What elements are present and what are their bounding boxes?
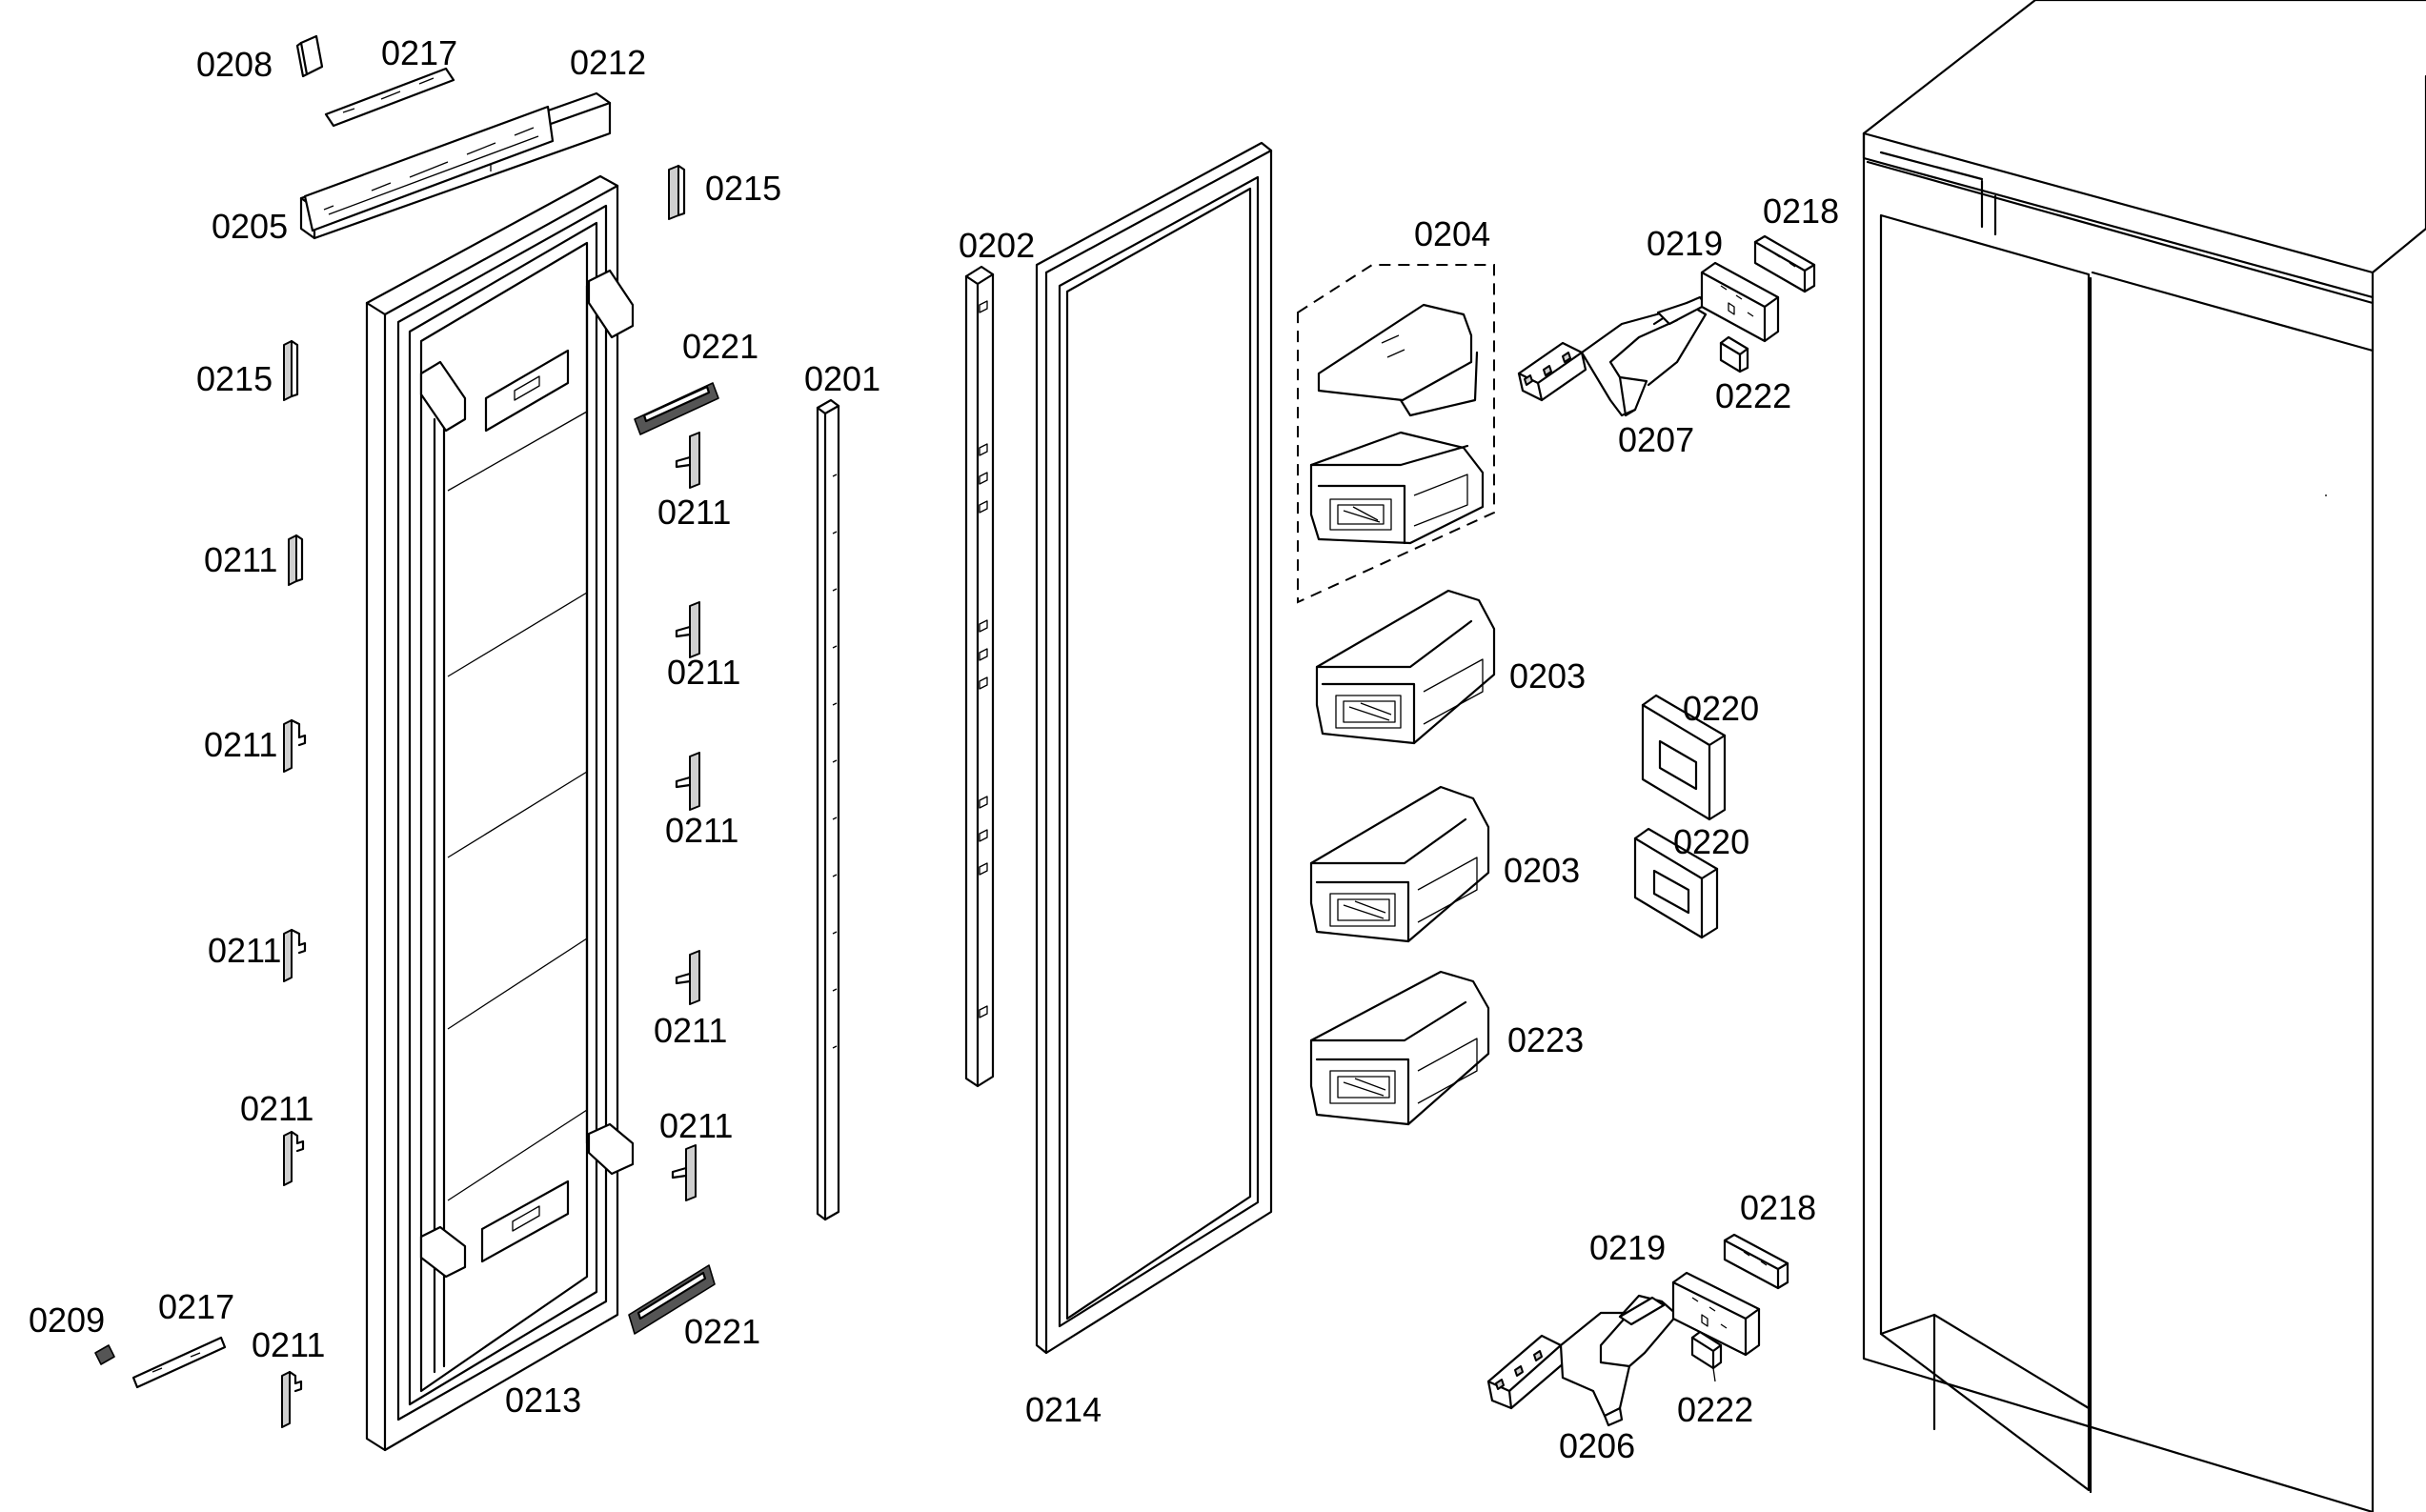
part-0211-right-4	[675, 950, 700, 1005]
label-0207: 0207	[1618, 420, 1695, 459]
label-0212: 0212	[570, 43, 647, 82]
label-0211-left-1: 0211	[204, 540, 278, 579]
label-0205: 0205	[212, 207, 289, 246]
part-0211-right-3	[675, 752, 700, 811]
label-0219-top: 0219	[1647, 224, 1724, 263]
label-0211-left-5: 0211	[252, 1325, 326, 1364]
label-0222-top: 0222	[1715, 376, 1792, 415]
part-0222-plate-top	[1719, 335, 1749, 373]
label-0213: 0213	[505, 1381, 582, 1420]
part-0211-left-5	[281, 1370, 303, 1428]
label-0203-a: 0203	[1509, 656, 1587, 696]
part-0215-upper-left	[283, 339, 299, 401]
label-0206: 0206	[1559, 1426, 1636, 1465]
label-0211-left-4: 0211	[240, 1089, 314, 1128]
part-0209-clip	[94, 1344, 115, 1365]
part-0222-plate-bottom	[1690, 1330, 1723, 1382]
label-0202: 0202	[959, 226, 1036, 265]
part-0219-plate-bottom	[1671, 1271, 1761, 1357]
label-0217-bottom: 0217	[158, 1287, 235, 1326]
label-0201: 0201	[804, 359, 881, 398]
part-0211-right-2	[675, 601, 700, 658]
label-0204: 0204	[1414, 214, 1491, 253]
label-0219-bottom: 0219	[1589, 1228, 1667, 1267]
label-0203-b: 0203	[1504, 851, 1581, 890]
part-0211-left-3	[283, 928, 307, 982]
label-0214: 0214	[1025, 1390, 1102, 1429]
label-0220-b: 0220	[1673, 822, 1750, 861]
part-0217-top-strip	[324, 67, 455, 128]
part-0221-bottom-trim	[628, 1264, 716, 1335]
part-0201-rail	[816, 398, 840, 1221]
label-0221-top: 0221	[682, 327, 759, 366]
part-0204-assembly	[1297, 264, 1495, 604]
part-0220-frame-a	[1641, 694, 1727, 821]
part-0219-plate-top	[1700, 261, 1780, 343]
label-0211-right-3: 0211	[665, 811, 739, 850]
label-0215-left: 0215	[196, 359, 273, 398]
part-0208-clip	[295, 34, 324, 78]
label-0221-bottom: 0221	[684, 1312, 761, 1351]
part-0220-frame-b	[1633, 827, 1719, 939]
part-0211-right-1	[675, 432, 700, 489]
label-0211-right-1: 0211	[657, 493, 732, 532]
part-0205-bracket-plate	[303, 105, 555, 232]
part-0213-door	[365, 174, 635, 1452]
part-0218-bracket-bottom	[1723, 1233, 1789, 1290]
label-0217-top: 0217	[381, 33, 458, 72]
part-0206-hinge	[1486, 1294, 1679, 1427]
part-0207-hinge	[1517, 295, 1708, 417]
label-0208: 0208	[196, 45, 273, 84]
part-0223-bin	[1309, 970, 1490, 1126]
part-0211-left-1	[288, 534, 304, 586]
part-0217-bottom-strip	[131, 1336, 227, 1389]
label-0211-left-2: 0211	[204, 725, 278, 764]
label-0218-top: 0218	[1763, 192, 1840, 231]
label-0222-bottom: 0222	[1677, 1390, 1754, 1429]
part-0218-bracket-top	[1753, 234, 1816, 293]
part-0214-gasket	[1035, 141, 1273, 1355]
part-0211-left-2	[283, 718, 307, 773]
label-0220-a: 0220	[1683, 689, 1760, 728]
part-0203-bin-a	[1315, 589, 1496, 745]
label-0211-right-2: 0211	[667, 653, 741, 692]
label-0211-right-5: 0211	[659, 1106, 734, 1145]
refrigerator-cabinet	[1862, 0, 2426, 1512]
label-0209: 0209	[29, 1300, 106, 1340]
label-0215-right: 0215	[705, 169, 782, 208]
part-0211-right-5	[671, 1144, 697, 1201]
label-0211-right-4: 0211	[654, 1011, 728, 1050]
part-0221-top-trim	[634, 382, 719, 435]
label-0223: 0223	[1507, 1020, 1585, 1059]
part-0203-bin-b	[1309, 785, 1490, 943]
label-0218-bottom: 0218	[1740, 1188, 1817, 1227]
part-0202-rail	[964, 265, 995, 1088]
part-0215-upper-right	[668, 164, 686, 220]
part-0211-left-4	[283, 1130, 305, 1186]
label-0211-left-3: 0211	[208, 931, 282, 970]
